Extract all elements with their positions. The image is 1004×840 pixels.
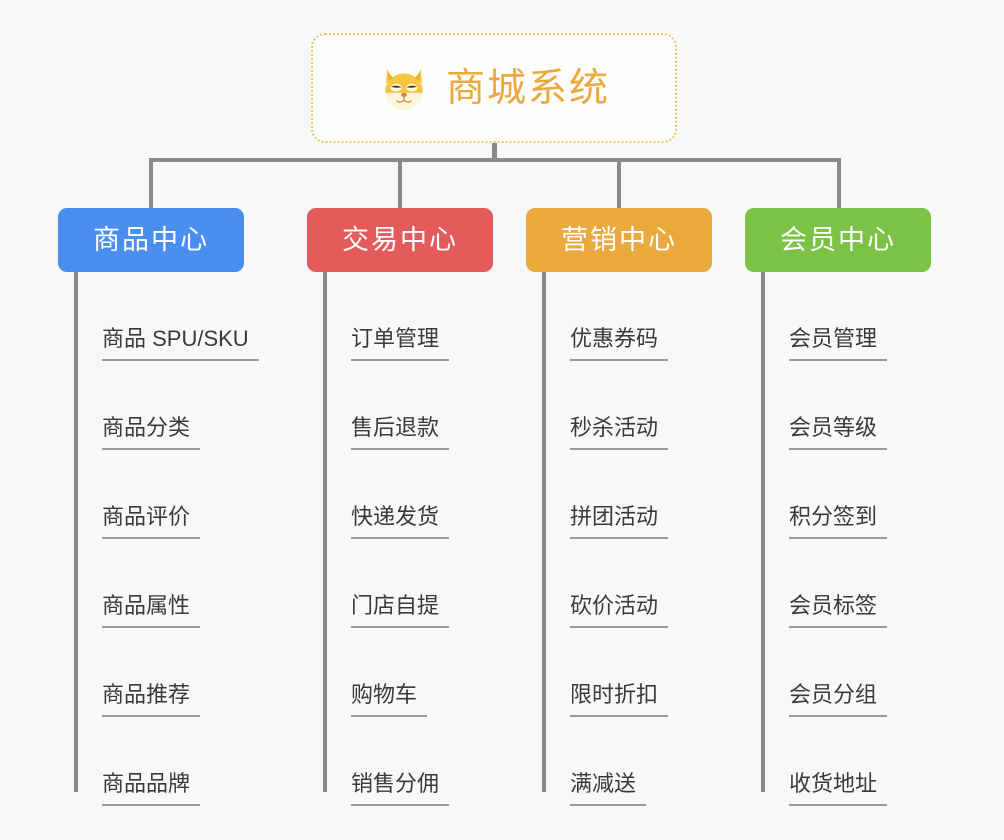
category-label: 交易中心 [342, 224, 458, 255]
connector-drop-3 [617, 158, 621, 210]
leaf-item-label: 商品分类 [102, 415, 201, 450]
connector-drop-2 [398, 158, 402, 210]
leaf-item-label: 砍价活动 [570, 593, 669, 628]
leaf-item-label: 订单管理 [351, 326, 450, 361]
column-spine [761, 272, 765, 792]
category-label: 商品中心 [93, 224, 209, 255]
category-label: 营销中心 [561, 224, 677, 255]
leaf-item-label: 会员标签 [789, 593, 888, 628]
leaf-item[interactable]: 会员分组 [765, 628, 888, 717]
leaf-item-label: 满减送 [570, 771, 647, 806]
leaf-item[interactable]: 满减送 [546, 717, 647, 806]
category-label: 会员中心 [780, 224, 896, 255]
category-box-1[interactable]: 交易中心 [307, 208, 493, 272]
category-box-3[interactable]: 会员中心 [745, 208, 931, 272]
root-title: 商城系统 [445, 66, 610, 110]
leaf-item[interactable]: 收货地址 [765, 717, 888, 806]
leaf-item-label: 会员分组 [789, 682, 888, 717]
connector-drop-1 [149, 158, 153, 210]
leaf-item-label: 会员等级 [789, 415, 888, 450]
column-spine [323, 272, 327, 792]
leaf-item-label: 商品评价 [102, 504, 201, 539]
leaf-item[interactable]: 优惠券码 [546, 272, 669, 361]
leaf-item-label: 商品品牌 [102, 771, 201, 806]
leaf-item-label: 快递发货 [351, 504, 450, 539]
leaf-item-label: 售后退款 [351, 415, 450, 450]
column-spine [74, 272, 78, 792]
leaf-item-label: 拼团活动 [570, 504, 669, 539]
leaf-item[interactable]: 会员等级 [765, 361, 888, 450]
leaf-item-label: 商品属性 [102, 593, 201, 628]
leaf-item-label: 购物车 [351, 682, 428, 717]
leaf-item[interactable]: 快递发货 [327, 450, 450, 539]
leaf-item[interactable]: 商品 SPU/SKU [78, 272, 259, 361]
leaf-item[interactable]: 商品分类 [78, 361, 201, 450]
leaf-item[interactable]: 商品评价 [78, 450, 201, 539]
leaf-item[interactable]: 售后退款 [327, 361, 450, 450]
root-node-mall-system[interactable]: 商城系统 [311, 33, 677, 143]
shiba-dog-face-icon [378, 62, 430, 114]
leaf-item[interactable]: 商品品牌 [78, 717, 201, 806]
leaf-item-label: 门店自提 [351, 593, 450, 628]
leaf-item-label: 积分签到 [789, 504, 888, 539]
leaf-item[interactable]: 会员标签 [765, 539, 888, 628]
leaf-item[interactable]: 会员管理 [765, 272, 888, 361]
leaf-item[interactable]: 商品属性 [78, 539, 201, 628]
category-box-0[interactable]: 商品中心 [58, 208, 244, 272]
category-box-2[interactable]: 营销中心 [526, 208, 712, 272]
leaf-item[interactable]: 门店自提 [327, 539, 450, 628]
leaf-item[interactable]: 积分签到 [765, 450, 888, 539]
leaf-item-label: 优惠券码 [570, 326, 669, 361]
leaf-item-label: 收货地址 [789, 771, 888, 806]
leaf-item[interactable]: 秒杀活动 [546, 361, 669, 450]
leaf-item[interactable]: 限时折扣 [546, 628, 669, 717]
leaf-item-label: 销售分佣 [351, 771, 450, 806]
leaf-item-label: 限时折扣 [570, 682, 669, 717]
connector-horizontal-bus [149, 158, 841, 162]
leaf-item[interactable]: 订单管理 [327, 272, 450, 361]
leaf-item-label: 商品 SPU/SKU [102, 326, 259, 361]
leaf-item[interactable]: 购物车 [327, 628, 428, 717]
leaf-item-label: 会员管理 [789, 326, 888, 361]
leaf-item-label: 秒杀活动 [570, 415, 669, 450]
leaf-item[interactable]: 商品推荐 [78, 628, 201, 717]
leaf-item[interactable]: 砍价活动 [546, 539, 669, 628]
connector-drop-4 [837, 158, 841, 210]
leaf-item-label: 商品推荐 [102, 682, 201, 717]
connector-root-stem [492, 143, 497, 162]
leaf-item[interactable]: 销售分佣 [327, 717, 450, 806]
leaf-item[interactable]: 拼团活动 [546, 450, 669, 539]
column-spine [542, 272, 546, 792]
